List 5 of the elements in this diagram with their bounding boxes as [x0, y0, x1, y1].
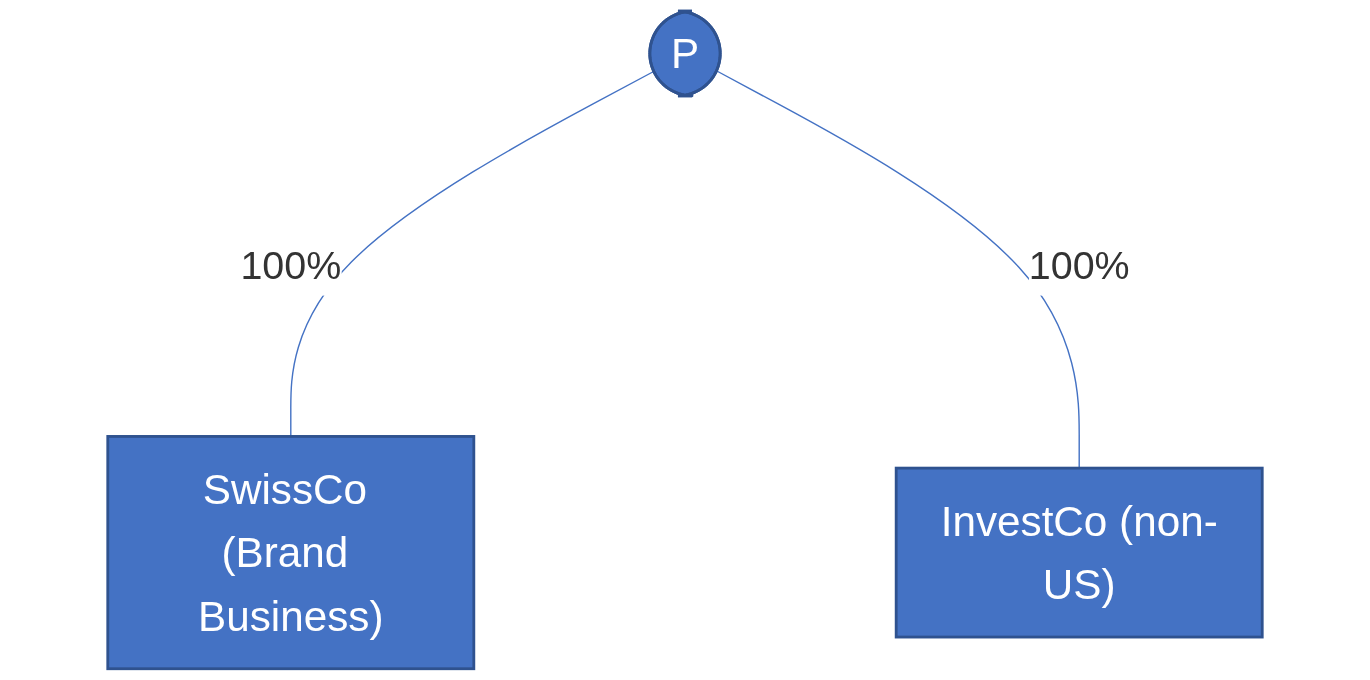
connector: [716, 70, 1080, 469]
edge-label: 100%: [1028, 243, 1130, 288]
edge-label: 100%: [240, 243, 342, 288]
node-box: InvestCo (non-US): [894, 466, 1264, 639]
node-box: SwissCo (Brand Business): [106, 435, 476, 671]
